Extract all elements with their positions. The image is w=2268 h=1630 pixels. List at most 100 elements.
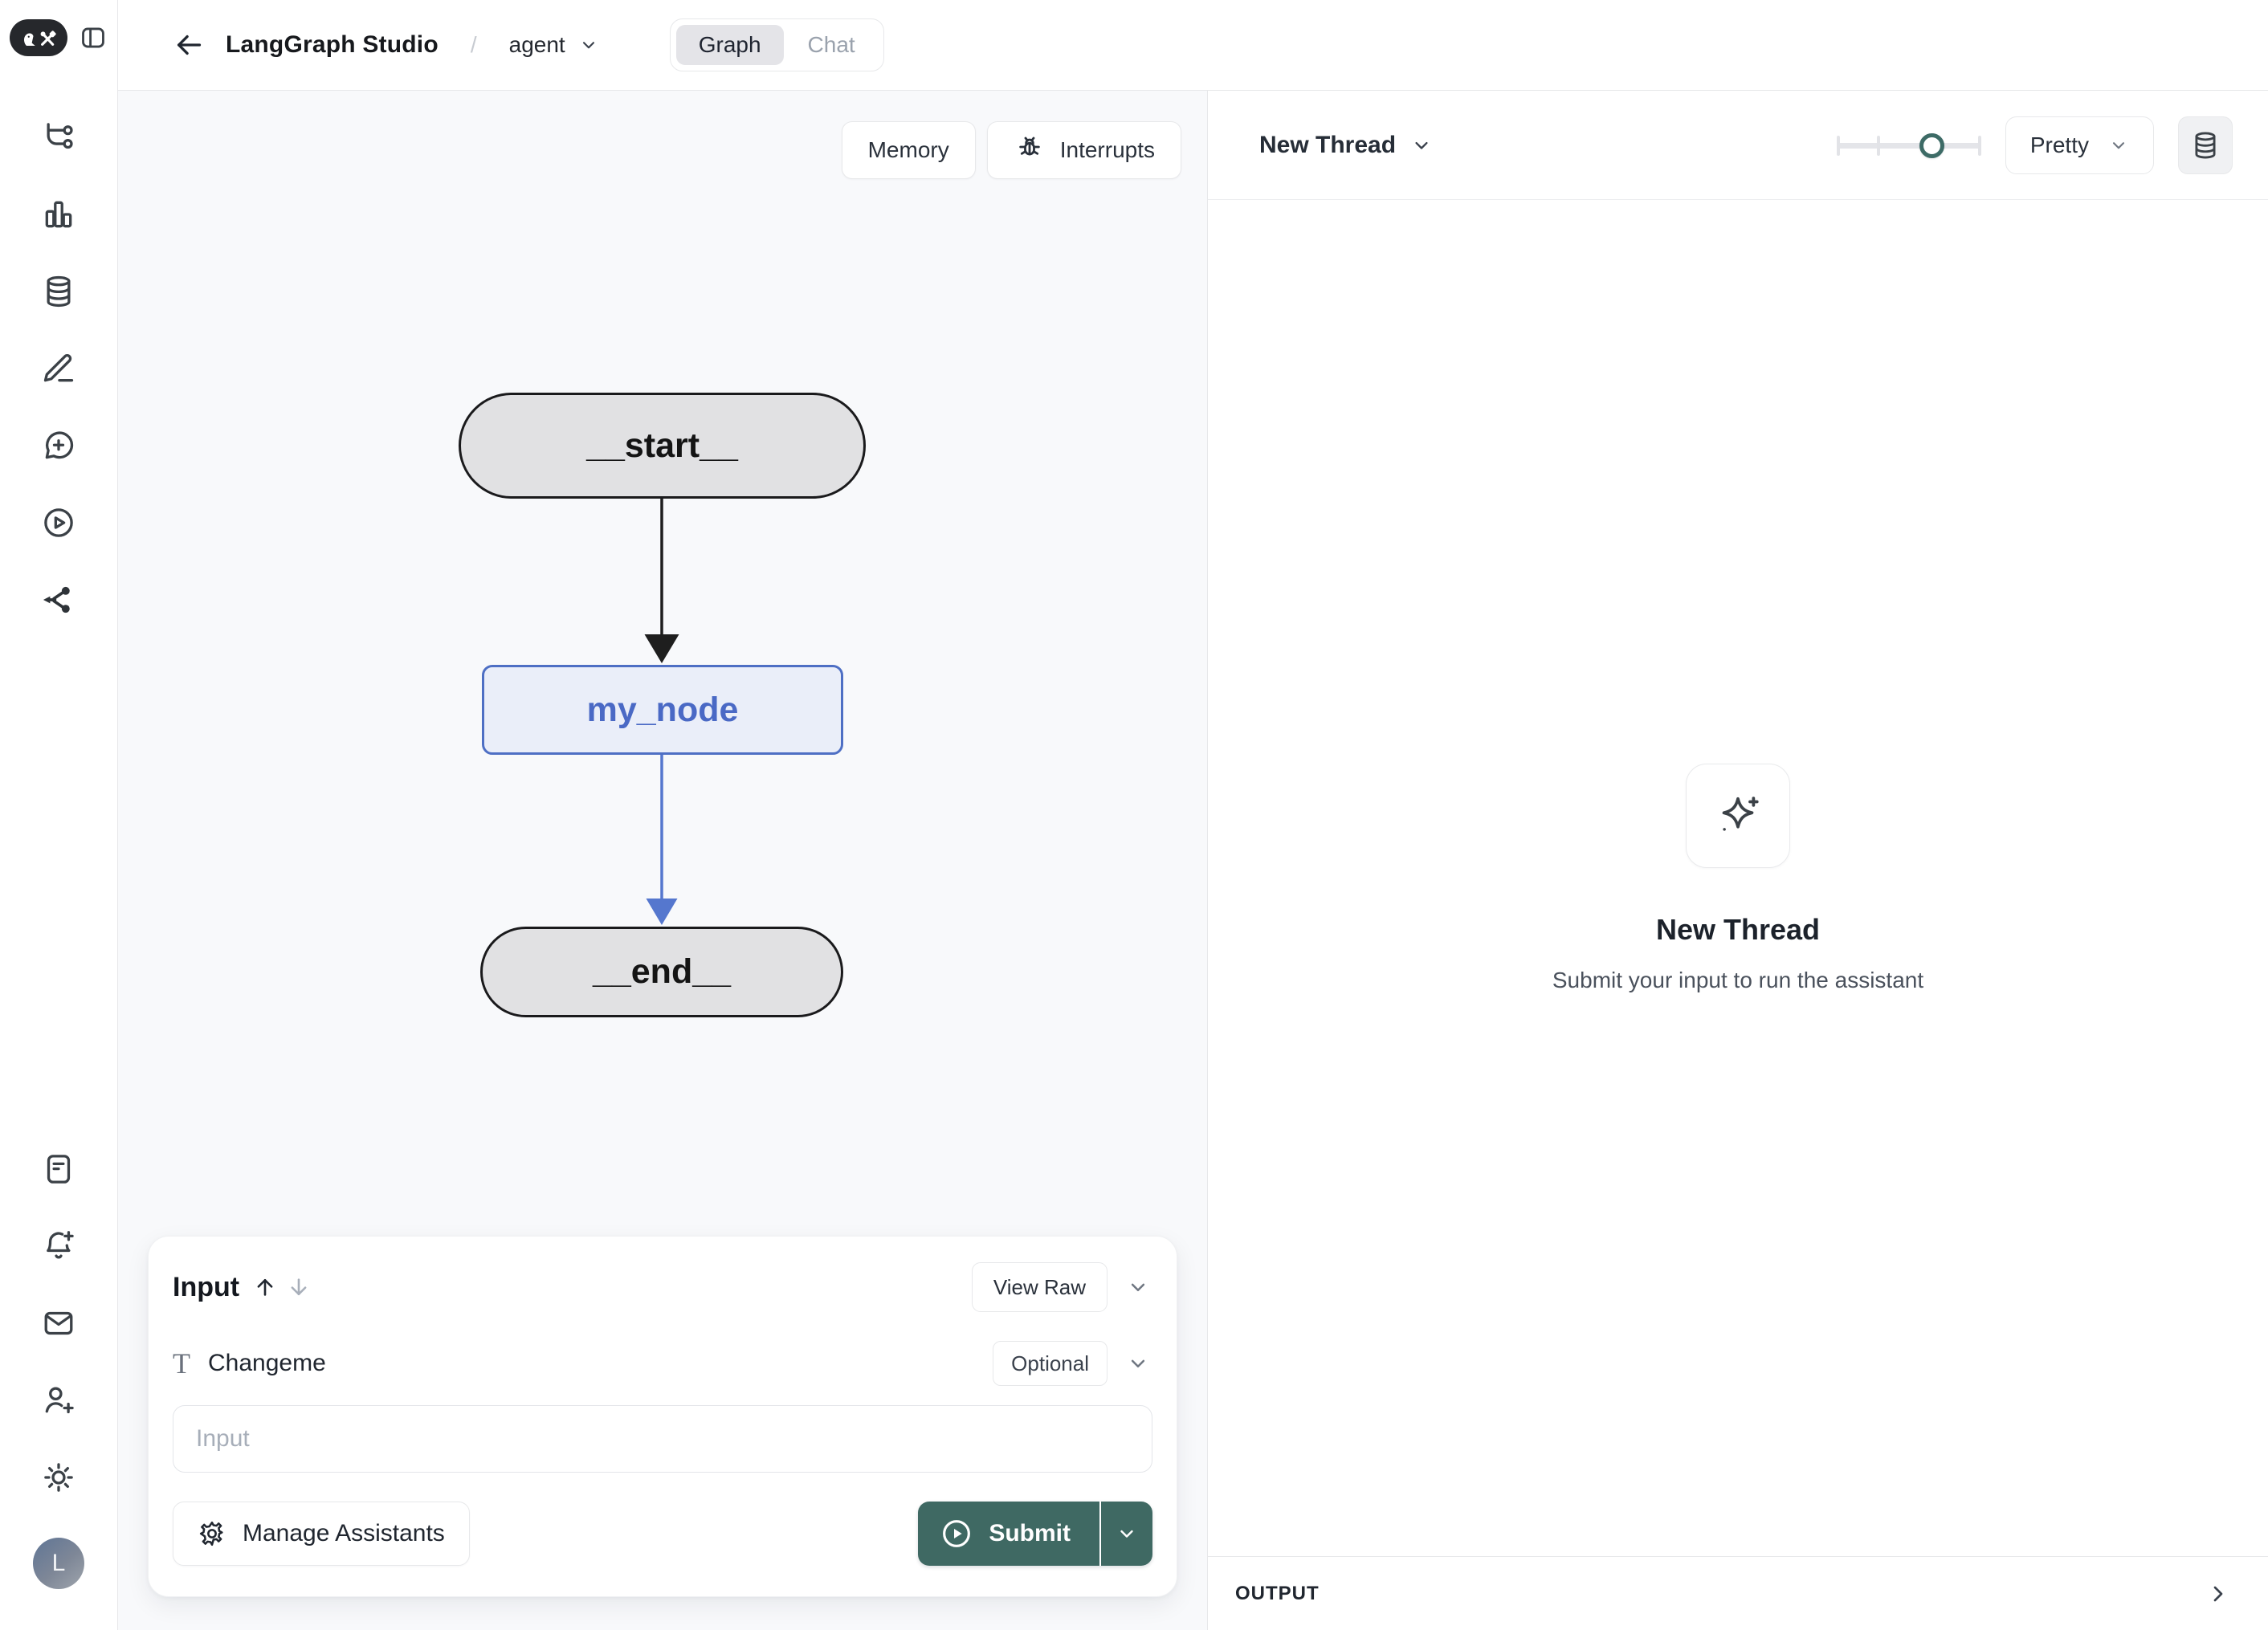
manage-assistants-label: Manage Assistants — [243, 1520, 445, 1546]
nav-mail[interactable] — [41, 1306, 76, 1341]
view-mode-tabs: Graph Chat — [669, 18, 884, 71]
slider-track — [1836, 142, 1981, 149]
slider-tick — [1977, 135, 1981, 156]
document-icon — [47, 1155, 71, 1184]
chevron-down-icon — [1131, 1283, 1145, 1291]
field-row: T Changeme Optional — [173, 1341, 1152, 1386]
arrow-up-icon — [257, 1278, 273, 1296]
graph-edges — [644, 499, 679, 925]
bell-plus-icon — [47, 1231, 74, 1259]
brand-row — [9, 19, 108, 56]
new-thread-icon-card — [1686, 763, 1790, 868]
left-rail: L — [0, 0, 118, 1630]
langsmith-logo[interactable] — [9, 19, 67, 56]
submit-divider — [1099, 1502, 1101, 1566]
canvas-toolbar: Memory Interrupts — [841, 121, 1181, 179]
view-raw-button[interactable]: View Raw — [971, 1262, 1107, 1312]
nav-datasets[interactable] — [41, 274, 76, 309]
slider-tick — [1876, 135, 1880, 156]
field-label: Changeme — [208, 1350, 326, 1376]
user-avatar[interactable]: L — [33, 1538, 84, 1589]
app-title: LangGraph Studio — [226, 31, 439, 58]
chevron-down-icon — [1131, 1359, 1145, 1367]
input-collapse-button[interactable] — [1124, 1273, 1152, 1302]
interrupts-button[interactable]: Interrupts — [986, 121, 1181, 179]
submit-options-button[interactable] — [1101, 1502, 1152, 1566]
trace-tree-icon — [47, 123, 73, 149]
slider-knob[interactable] — [1919, 132, 1944, 158]
chevron-down-icon — [1120, 1530, 1133, 1538]
graph-canvas[interactable]: Memory Interrupts — [118, 91, 1207, 1630]
sort-down-button[interactable] — [283, 1271, 315, 1303]
back-arrow-icon — [177, 35, 202, 55]
nav-annotation[interactable] — [41, 351, 76, 386]
input-panel-footer: Manage Assistants Submit — [173, 1502, 1152, 1566]
nav-tracing[interactable] — [41, 120, 76, 155]
empty-state-subtitle: Submit your input to run the assistant — [1552, 967, 1924, 992]
text-type-icon: T — [173, 1347, 190, 1379]
edge-start-to-my-node — [644, 499, 679, 663]
chevron-down-icon — [582, 42, 594, 49]
nav-monitoring[interactable] — [41, 197, 76, 232]
nav-notifications[interactable] — [41, 1229, 76, 1264]
thread-selector[interactable]: New Thread — [1259, 132, 1433, 159]
back-button[interactable] — [171, 27, 206, 63]
sort-up-button[interactable] — [249, 1271, 281, 1303]
rail-nav-bottom — [41, 1151, 76, 1495]
graph-nodes-icon — [43, 586, 70, 613]
nav-theme-toggle[interactable] — [41, 1460, 76, 1495]
graph-node-start[interactable]: __start__ — [459, 393, 866, 499]
render-format-label: Pretty — [2029, 132, 2089, 157]
bug-icon — [1018, 137, 1040, 156]
manage-assistants-button[interactable]: Manage Assistants — [173, 1502, 470, 1566]
graph-node-end[interactable]: __end__ — [480, 927, 843, 1017]
output-bar: OUTPUT — [1208, 1556, 2268, 1630]
output-expand-button[interactable] — [2201, 1576, 2236, 1612]
panel-left-icon — [81, 27, 104, 48]
chevron-right-icon — [2213, 1586, 2223, 1601]
nav-invite-user[interactable] — [41, 1383, 76, 1418]
nav-deployments-active[interactable] — [41, 582, 76, 617]
state-view-button[interactable] — [2178, 116, 2233, 174]
submit-split-button: Submit — [918, 1502, 1152, 1566]
thread-empty-state: New Thread Submit your input to run the … — [1208, 200, 2268, 1556]
langsmith-logo-art — [23, 31, 56, 47]
mail-icon — [44, 1311, 73, 1335]
sun-icon — [44, 1463, 73, 1492]
input-panel-header: Input View Raw — [173, 1262, 1152, 1312]
nav-playground[interactable] — [41, 505, 76, 540]
detail-slider[interactable] — [1836, 131, 1981, 160]
nav-prompts[interactable] — [41, 428, 76, 463]
submit-button-label: Submit — [989, 1520, 1071, 1546]
agent-selector-label: agent — [508, 32, 565, 57]
thread-panel: New Thread Pretty — [1207, 91, 2268, 1630]
memory-button[interactable]: Memory — [841, 121, 976, 179]
graph-node-my-node[interactable]: my_node — [482, 665, 843, 755]
optional-badge: Optional — [993, 1341, 1107, 1386]
play-icon — [943, 1520, 971, 1547]
comment-plus-icon — [45, 431, 74, 459]
rail-nav-top — [41, 120, 76, 617]
thread-header-controls: Pretty — [1836, 116, 2233, 174]
agent-selector[interactable]: agent — [509, 32, 599, 58]
thread-header: New Thread Pretty — [1208, 91, 2268, 200]
topbar: LangGraph Studio / agent Graph Chat — [118, 0, 2268, 91]
input-panel: Input View Raw — [148, 1236, 1177, 1597]
input-field[interactable] — [173, 1405, 1152, 1473]
sparkles-icon — [1722, 796, 1759, 831]
submit-button[interactable]: Submit — [918, 1502, 1099, 1566]
memory-button-label: Memory — [867, 137, 949, 162]
thread-selector-label: New Thread — [1259, 131, 1397, 158]
interrupts-button-label: Interrupts — [1059, 137, 1155, 162]
tab-chat[interactable]: Chat — [785, 25, 878, 65]
play-circle-icon — [44, 508, 73, 537]
sidebar-toggle-button[interactable] — [78, 20, 108, 55]
tab-graph[interactable]: Graph — [675, 25, 784, 65]
field-collapse-button[interactable] — [1124, 1349, 1152, 1378]
render-format-selector[interactable]: Pretty — [2005, 116, 2154, 174]
chevron-down-icon — [1415, 141, 1428, 149]
database-icon — [2195, 132, 2216, 158]
input-panel-title: Input — [173, 1271, 240, 1302]
nav-docs[interactable] — [41, 1151, 76, 1187]
